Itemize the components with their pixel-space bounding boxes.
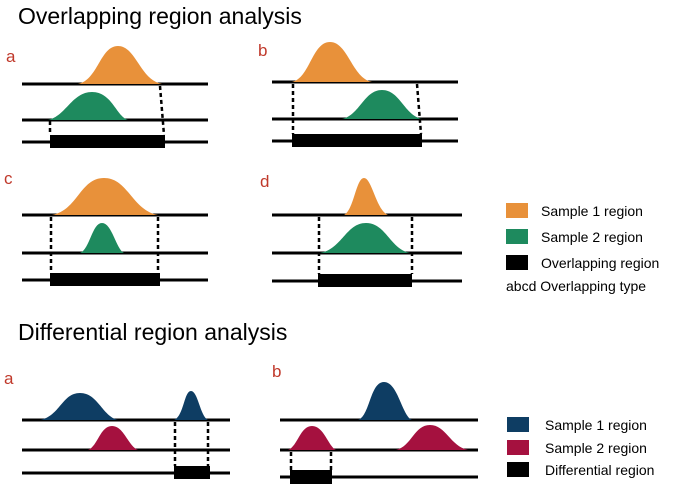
legend-swatch-differential <box>507 462 529 477</box>
sample2-peak <box>288 426 336 450</box>
overlapping-region-bar <box>50 273 160 286</box>
sample2-peak <box>80 223 124 253</box>
sample2-peak <box>48 92 128 120</box>
differential-panel-label-b: b <box>272 362 281 381</box>
overlap-panel-a <box>22 46 208 148</box>
legend-swatch-sample1 <box>507 417 529 432</box>
legend-label-overlapping: Overlapping region <box>541 255 659 271</box>
legend-swatch-sample1 <box>506 203 528 218</box>
differential-panel-a <box>22 391 230 479</box>
overlap-panel-b <box>272 42 458 147</box>
differential-panel-b <box>280 382 478 484</box>
overlapping-type-note: abcd Overlapping type <box>506 278 646 294</box>
overlap-panel-c <box>22 178 208 286</box>
differential-panel-label-a: a <box>4 369 14 388</box>
sample2-peak <box>88 426 138 450</box>
overlap-panel-label-a: a <box>6 47 16 66</box>
dashed-guide <box>158 85 166 136</box>
legend-label-sample1: Sample 1 region <box>545 417 647 433</box>
sample1-peak <box>174 391 208 420</box>
legend-label-sample1: Sample 1 region <box>541 203 643 219</box>
differential-region-bar <box>290 470 332 484</box>
overlap-panel-d <box>272 178 462 287</box>
legend-swatch-overlapping <box>506 255 528 270</box>
sample1-peak <box>40 393 118 420</box>
differential-title: Differential region analysis <box>18 319 287 345</box>
sample1-peak <box>78 46 162 84</box>
overlapping-region-bar <box>318 274 412 287</box>
dashed-guide <box>415 83 423 135</box>
legend-label-differential: Differential region <box>545 462 654 478</box>
overlap-panel-label-d: d <box>260 172 269 191</box>
legend-swatch-sample2 <box>506 229 528 244</box>
sample1-peak <box>292 42 372 82</box>
legend-label-sample2: Sample 2 region <box>545 440 647 456</box>
sample2-peak <box>396 425 468 450</box>
sample2-peak <box>320 223 410 253</box>
sample1-peak <box>358 382 412 420</box>
sample2-peak <box>342 90 422 119</box>
sample1-peak <box>344 178 388 215</box>
legend-swatch-sample2 <box>507 440 529 455</box>
differential-legend: Sample 1 region Sample 2 region Differen… <box>507 417 654 478</box>
sample1-peak <box>52 178 158 215</box>
overlap-title: Overlapping region analysis <box>18 3 302 29</box>
overlap-panel-label-b: b <box>258 41 267 60</box>
overlap-legend: Sample 1 region Sample 2 region Overlapp… <box>506 203 659 294</box>
overlapping-region-bar <box>292 134 422 147</box>
differential-region-bar <box>174 466 210 479</box>
overlap-panel-label-c: c <box>4 169 13 188</box>
overlapping-region-bar <box>50 135 165 148</box>
legend-label-sample2: Sample 2 region <box>541 229 643 245</box>
